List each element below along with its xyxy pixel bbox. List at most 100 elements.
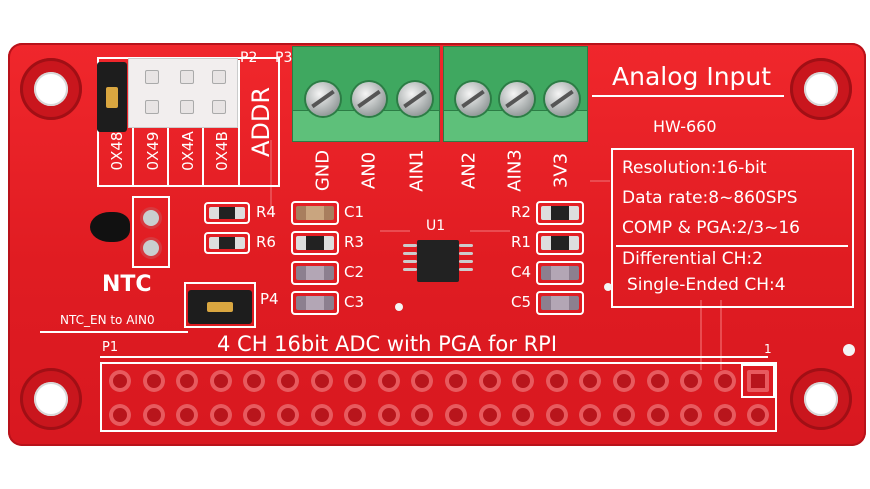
ntc-enable-jumper[interactable] (188, 290, 252, 324)
module-id: HW-660 (653, 117, 717, 136)
analog-input-title: Analog Input (612, 62, 772, 91)
gpio-pad (377, 404, 400, 426)
via-dot (843, 344, 855, 356)
resistor-r2 (536, 201, 584, 225)
terminal-label-an2: AN2 (458, 151, 480, 190)
gpio-pad (142, 404, 165, 426)
capacitor-c2 (291, 261, 339, 285)
gpio-pad (747, 370, 770, 392)
spec-differential: Differential CH:2 (622, 249, 763, 269)
spec-data-rate: Data rate:8~860SPS (622, 188, 798, 208)
gpio-pad (109, 404, 131, 426)
resistor-r4 (204, 202, 250, 224)
gpio-pad (680, 370, 703, 392)
gpio-pad (277, 404, 299, 426)
address-jumper[interactable] (97, 62, 127, 132)
gpio-pad (411, 404, 434, 426)
capacitor-c4 (536, 261, 584, 285)
address-0x4b: 0X4B (213, 131, 231, 171)
spec-comp-pga: COMP & PGA:2/3~16 (622, 218, 800, 238)
specs-box (611, 148, 854, 308)
c2-label: C2 (344, 263, 365, 281)
gpio-pad (713, 370, 736, 392)
gpio-pad (646, 404, 669, 426)
terminal-screw-5[interactable] (500, 82, 534, 116)
p4-outline (184, 282, 256, 328)
c3-label: C3 (344, 293, 365, 311)
gpio-pad (478, 370, 501, 392)
gpio-pad (310, 404, 333, 426)
ntc-en-label: NTC_EN to AIN0 (60, 313, 155, 327)
mounting-hole-top-right (790, 58, 852, 120)
gpio-pad (512, 370, 535, 392)
terminal-label-gnd: GND (312, 149, 334, 192)
gpio-pad (445, 370, 467, 392)
gpio-pad (310, 370, 333, 392)
gpio-pad (243, 404, 266, 426)
terminal-label-3v3: 3V3 (550, 152, 572, 189)
capacitor-c3 (291, 291, 339, 315)
p4-label: P4 (260, 290, 279, 308)
adc-chip (417, 240, 459, 282)
gpio-pad (646, 370, 669, 392)
p1-label: P1 (102, 340, 119, 355)
chip-label-u1: U1 (426, 218, 446, 234)
gpio-pad (613, 404, 635, 426)
r4-label: R4 (256, 203, 276, 221)
gpio-pad (277, 370, 299, 392)
r1-label: R1 (511, 233, 531, 251)
terminal-screw-1[interactable] (306, 82, 340, 116)
gpio-pad (209, 370, 232, 392)
resistor-r3 (291, 231, 339, 255)
gpio-pad (512, 404, 535, 426)
c1-label: C1 (344, 203, 365, 221)
p3-label: P3 (275, 50, 293, 66)
gpio-pad (545, 404, 568, 426)
board-subtitle: 4 CH 16bit ADC with PGA for RPI (217, 332, 558, 356)
gpio-pad (142, 370, 165, 392)
gpio-pad (411, 370, 434, 392)
c5-label: C5 (511, 293, 532, 311)
mounting-hole-top-left (20, 58, 82, 120)
pin1-marker: 1 (764, 342, 772, 356)
terminal-screw-6[interactable] (545, 82, 579, 116)
ntc-thermistor (90, 212, 130, 242)
gpio-pad (377, 370, 400, 392)
r3-label: R3 (344, 233, 364, 251)
gpio-pad (545, 370, 568, 392)
gpio-pad (344, 404, 367, 426)
r6-label: R6 (256, 233, 276, 251)
gpio-pad (613, 370, 635, 392)
spec-single-ended: Single-Ended CH:4 (627, 275, 786, 295)
gpio-pad (344, 370, 367, 392)
address-0x48: 0X48 (108, 131, 126, 171)
gpio-pad (445, 404, 467, 426)
addr-label: ADDR (247, 86, 275, 157)
address-0x4a: 0X4A (179, 131, 197, 171)
gpio-pad (109, 370, 131, 392)
resistor-r6 (204, 232, 250, 254)
gpio-pad (713, 404, 736, 426)
terminal-screw-2[interactable] (352, 82, 386, 116)
r2-label: R2 (511, 203, 531, 221)
address-pin-header (128, 58, 238, 128)
mounting-hole-bottom-left (20, 368, 82, 430)
terminal-screw-4[interactable] (456, 82, 490, 116)
terminal-screw-3[interactable] (398, 82, 432, 116)
ntc-outline (132, 196, 170, 268)
p2-label: P2 (240, 50, 258, 66)
gpio-header-outline (100, 362, 777, 432)
ntc-label: NTC (102, 272, 152, 297)
gpio-pad (579, 404, 602, 426)
resistor-r1 (536, 231, 584, 255)
capacitor-c5 (536, 291, 584, 315)
terminal-label-ain3: AIN3 (504, 149, 526, 192)
capacitor-c1 (291, 201, 339, 225)
c4-label: C4 (511, 263, 532, 281)
gpio-pad (747, 404, 770, 426)
gpio-pad (680, 404, 703, 426)
gpio-pad (478, 404, 501, 426)
gpio-pad (243, 370, 266, 392)
address-0x49: 0X49 (144, 131, 162, 171)
